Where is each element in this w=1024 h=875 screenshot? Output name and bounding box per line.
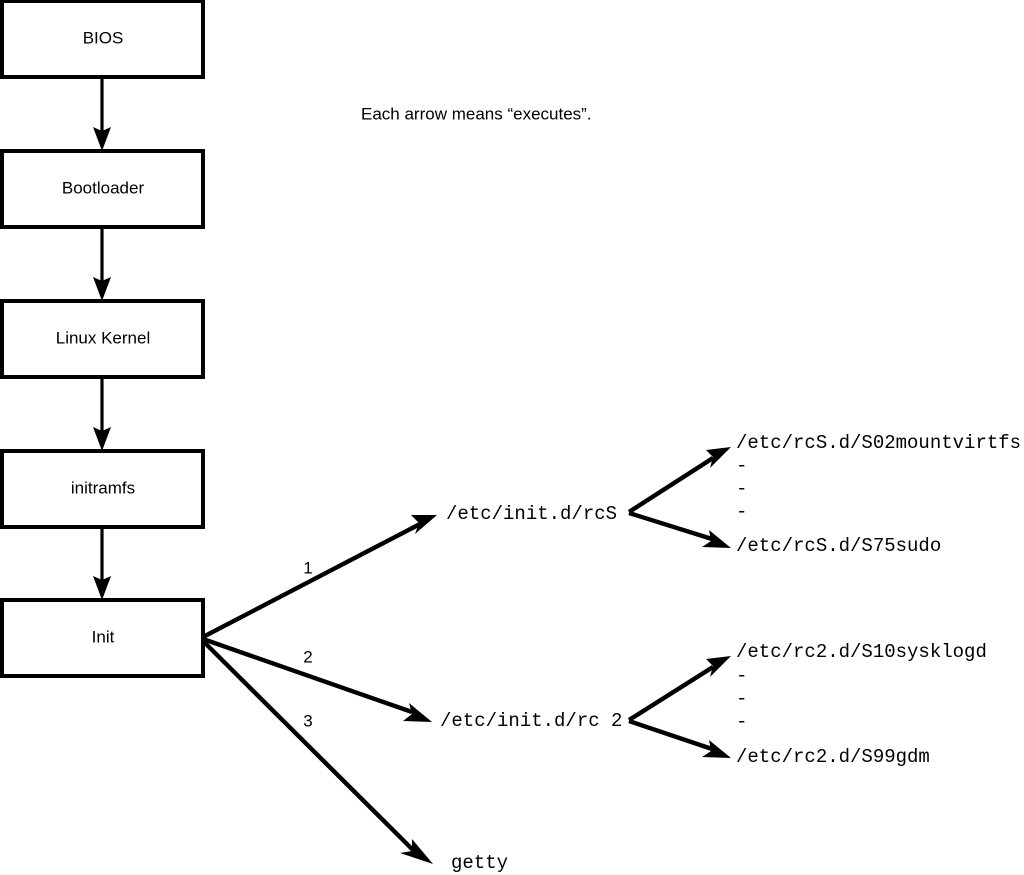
node-initramfs-label: initramfs [71,478,135,497]
arrow-bootloader-to-kernel [93,227,111,301]
rc2-script-separator-2: - [736,688,747,710]
rc2-script-first-label[interactable]: /etc/rc2.d/S10sysklogd [736,641,987,663]
arrow-kernel-to-initramfs [93,377,111,451]
node-bootloader[interactable]: Bootloader [0,149,205,229]
arrow-rc2-to-first-script [627,656,731,722]
branch-number-3: 3 [303,711,312,730]
rcs-script-last-label[interactable]: /etc/rcS.d/S75sudo [736,535,941,557]
rcs-script-first-label[interactable]: /etc/rcS.d/S02mountvirtfs [736,432,1021,454]
arrow-init-branch-1 [201,515,437,639]
node-initramfs[interactable]: initramfs [0,449,205,529]
node-bootloader-label: Bootloader [62,178,145,197]
rc2-script-separator-3: - [736,711,747,733]
node-init-label: Init [92,627,115,646]
rc2-script-separator-1: - [736,665,747,687]
node-init[interactable]: Init [0,598,205,678]
node-bios-rect [0,0,205,79]
branch-number-1: 1 [303,558,312,577]
arrow-init-branch-2 [202,636,432,722]
node-init-rect [0,598,205,678]
branch-target-rc2-label[interactable]: /etc/init.d/rc 2 [440,710,622,732]
branch-number-2: 2 [303,647,312,666]
node-initramfs-rect [0,449,205,529]
branch-target-getty-label[interactable]: getty [451,852,508,874]
arrow-init-branch-3 [201,639,433,864]
rcs-script-separator-3: - [736,501,747,523]
rc2-script-last-label[interactable]: /etc/rc2.d/S99gdm [736,746,930,768]
arrow-bios-to-bootloader [93,77,111,151]
node-linux-kernel-label: Linux Kernel [56,328,151,347]
arrow-rcs-to-first-script [627,447,731,514]
node-bios-label: BIOS [83,28,124,47]
rcs-script-separator-2: - [736,478,747,500]
node-linux-kernel[interactable]: Linux Kernel [0,299,205,379]
node-bios[interactable]: BIOS [0,0,205,79]
rcs-script-separator-1: - [736,455,747,477]
arrow-rc2-to-last-script [628,718,731,758]
branch-target-rcs-label[interactable]: /etc/init.d/rcS [446,503,617,525]
diagram-caption: Each arrow means “executes”. [361,104,592,123]
arrow-initramfs-to-init [93,527,111,600]
arrow-rcs-to-last-script [628,510,731,548]
